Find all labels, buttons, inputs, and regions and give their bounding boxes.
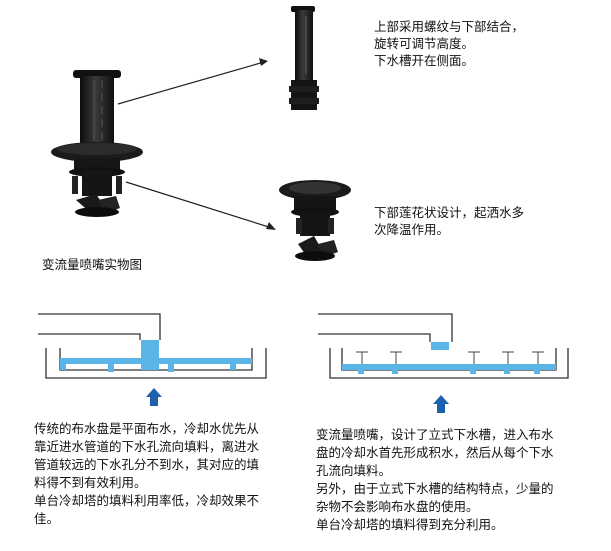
- lower-part-line-2: 次降温作用。: [374, 222, 450, 237]
- photo-caption: 变流量喷嘴实物图: [42, 257, 143, 272]
- traditional-line-3: 管道较远的下水孔分不到水，其对应的填: [34, 457, 260, 472]
- inflow-arrow-right: [433, 395, 449, 413]
- variable-flow-line-3: 孔流向填料。: [316, 463, 392, 478]
- pointer-arrow-upper: [117, 58, 268, 105]
- traditional-line-2: 靠近进水管道的下水孔流向填料，离进水: [34, 439, 260, 454]
- nozzle-upper-part-image: [289, 6, 319, 110]
- upper-part-description: 上部采用螺纹与下部结合， 旋转可调节高度。 下水槽开在侧面。: [374, 18, 524, 69]
- variable-flow-line-6: 单台冷却塔的填料得到充分利用。: [316, 517, 504, 532]
- variable-flow-line-5: 杂物不会影响布水盘的使用。: [316, 499, 479, 514]
- nozzle-assembled-image: [51, 70, 143, 217]
- upper-part-line-1: 上部采用螺纹与下部结合，: [374, 19, 525, 34]
- variable-flow-line-2: 盘的冷却水首先形成积水，然后从每个下水: [316, 445, 554, 460]
- variable-flow-water: [342, 342, 556, 374]
- traditional-line-1: 传统的布水盘是平面布水，冷却水优先从: [34, 421, 260, 436]
- inflow-arrow-left: [146, 388, 162, 406]
- nozzle-lower-part-image: [279, 180, 351, 261]
- variable-flow-explanation: 变流量喷嘴，设计了立式下水槽，进入布水 盘的冷却水首先形成积水，然后从每个下水 …: [316, 426, 554, 534]
- traditional-explanation: 传统的布水盘是平面布水，冷却水优先从 靠近进水管道的下水孔流向填料，离进水 管道…: [34, 420, 259, 528]
- lower-part-description: 下部莲花状设计，起洒水多 次降温作用。: [374, 204, 524, 238]
- upper-part-line-3: 下水槽开在侧面。: [374, 53, 475, 68]
- pointer-arrow-lower: [125, 181, 276, 230]
- traditional-line-5: 单台冷却塔的填料利用率低，冷却效果不: [34, 493, 260, 508]
- variable-flow-line-1: 变流量喷嘴，设计了立式下水槽，进入布水: [316, 427, 554, 442]
- upper-part-line-2: 旋转可调节高度。: [374, 36, 475, 51]
- variable-flow-line-4: 另外，由于立式下水槽的结构特点，少量的: [316, 481, 554, 496]
- lower-part-line-1: 下部莲花状设计，起洒水多: [374, 205, 525, 220]
- traditional-water: [60, 340, 252, 372]
- traditional-line-6: 佳。: [34, 511, 60, 526]
- traditional-line-4: 料得不到有效利用。: [34, 475, 147, 490]
